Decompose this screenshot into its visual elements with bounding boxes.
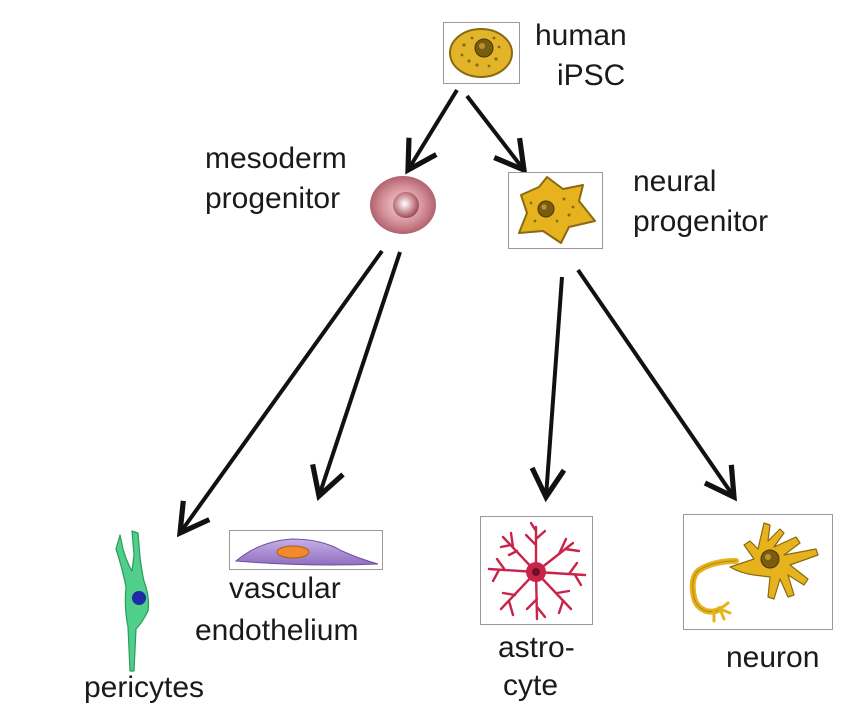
astrocyte-frame bbox=[480, 516, 593, 625]
arrow-neural-to-astrocyte bbox=[529, 276, 567, 503]
astrocyte-label-line1: astro- bbox=[498, 631, 575, 664]
mesoderm-cell-icon bbox=[370, 176, 436, 234]
vascular-endothelium-icon bbox=[234, 538, 379, 566]
astrocyte-icon bbox=[487, 521, 587, 621]
neural-label-line1: neural bbox=[633, 165, 717, 198]
neural-progenitor-frame bbox=[508, 172, 603, 249]
ipsc-cell-frame bbox=[443, 22, 520, 84]
vascular-cell-frame bbox=[229, 530, 383, 570]
arrow-neural-to-neuron bbox=[576, 268, 737, 502]
mesoderm-label-line2: progenitor bbox=[205, 182, 341, 215]
pericytes-label: pericytes bbox=[84, 671, 205, 704]
arrow-mesoderm-to-pericytes bbox=[176, 249, 384, 538]
vascular-label-line2: endothelium bbox=[195, 614, 359, 647]
mesoderm-label-line1: mesoderm bbox=[205, 142, 347, 175]
neuron-icon bbox=[689, 522, 819, 623]
arrow-ipsc-to-mesoderm bbox=[405, 88, 459, 175]
ipsc-label-line2: iPSC bbox=[557, 59, 626, 92]
ipsc-label-line1: human bbox=[535, 19, 627, 52]
astrocyte-label-line2: cyte bbox=[503, 669, 559, 702]
arrow-mesoderm-to-vascular bbox=[310, 251, 402, 501]
arrow-ipsc-to-neural bbox=[465, 94, 528, 175]
neural-label-line2: progenitor bbox=[633, 205, 769, 238]
neuron-frame bbox=[683, 514, 833, 630]
pericyte-cell-icon bbox=[115, 530, 150, 672]
vascular-label-line1: vascular bbox=[229, 572, 341, 605]
neuron-label: neuron bbox=[726, 641, 820, 674]
ipsc-cell-icon bbox=[449, 28, 513, 78]
neural-progenitor-icon bbox=[518, 176, 596, 244]
